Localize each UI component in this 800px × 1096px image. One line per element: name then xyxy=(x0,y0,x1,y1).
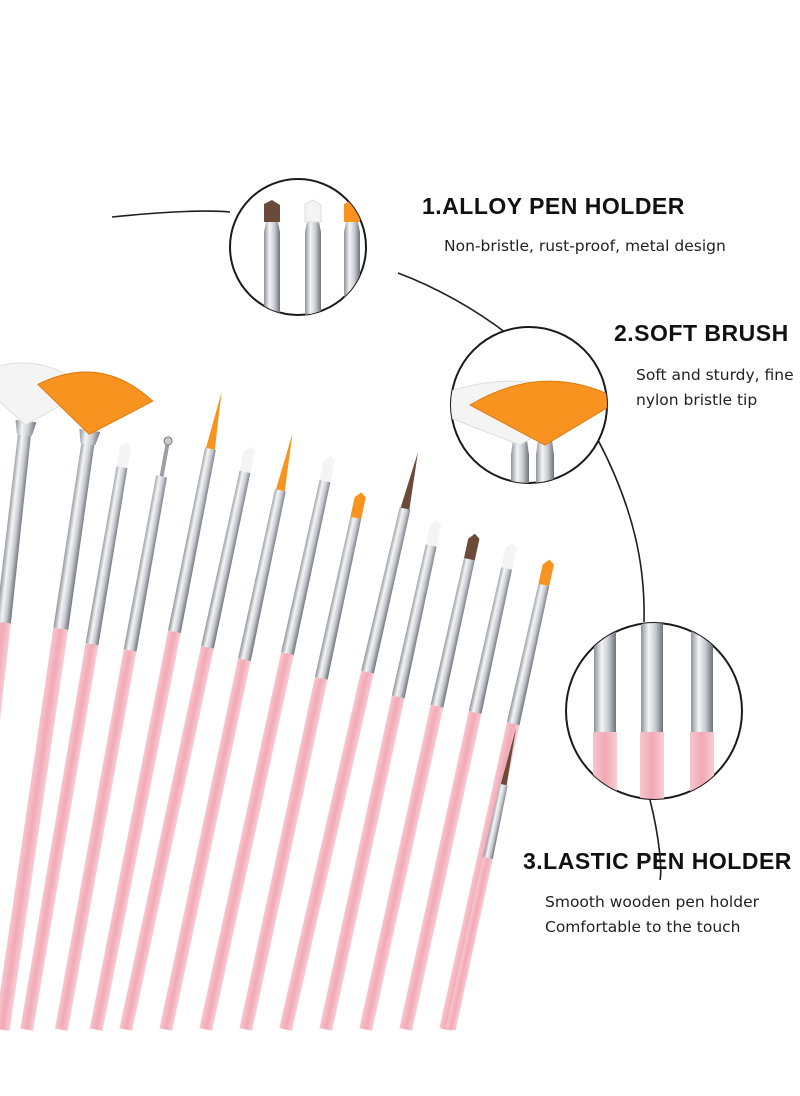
fan-brush-icon xyxy=(0,371,154,1031)
feature-desc-line: nylon bristle tip xyxy=(636,391,758,409)
brush-icon xyxy=(359,533,480,1031)
feature-desc-soft-brush: Soft and sturdy, fine nylon bristle tip xyxy=(636,363,794,413)
brush-icon xyxy=(89,391,222,1031)
brush-icon xyxy=(640,623,664,799)
feature-title-soft-brush: 2.SOFT BRUSH xyxy=(614,320,789,346)
brush-icon xyxy=(55,436,173,1031)
zoom-circle-icon xyxy=(565,622,743,800)
brush-icon xyxy=(20,441,132,1031)
brush-icon xyxy=(593,623,617,799)
brush-icon xyxy=(690,623,714,799)
zoom-circle-icon xyxy=(229,178,367,316)
fan-brush-icon xyxy=(468,380,607,483)
brush-icon xyxy=(344,200,360,315)
brush-icon xyxy=(304,199,322,315)
feature-desc-line: Soft and sturdy, fine xyxy=(636,366,794,384)
brush-icon xyxy=(264,200,280,315)
zoom-circle-icon xyxy=(450,326,608,484)
brush-icon xyxy=(199,455,336,1031)
brush-set xyxy=(0,362,554,1031)
feature-desc-alloy: Non-bristle, rust-proof, metal design xyxy=(444,234,726,259)
feature-desc-line: Smooth wooden pen holder xyxy=(545,893,759,911)
brush-icon xyxy=(445,727,517,1031)
feature-desc-lastic: Smooth wooden pen holder Comfortable to … xyxy=(545,890,759,940)
feature-desc-line: Non-bristle, rust-proof, metal design xyxy=(444,237,726,255)
brush-icon xyxy=(119,446,255,1031)
brush-icon xyxy=(319,519,442,1031)
brush-icon xyxy=(279,452,418,1031)
feature-desc-line: Comfortable to the touch xyxy=(545,918,741,936)
brush-icon xyxy=(239,492,366,1031)
brush-icon xyxy=(159,433,293,1031)
brush-icon xyxy=(399,543,517,1031)
feature-title-lastic: 3.LASTIC PEN HOLDER xyxy=(523,848,792,874)
feature-title-alloy: 1.ALLOY PEN HOLDER xyxy=(422,193,685,219)
